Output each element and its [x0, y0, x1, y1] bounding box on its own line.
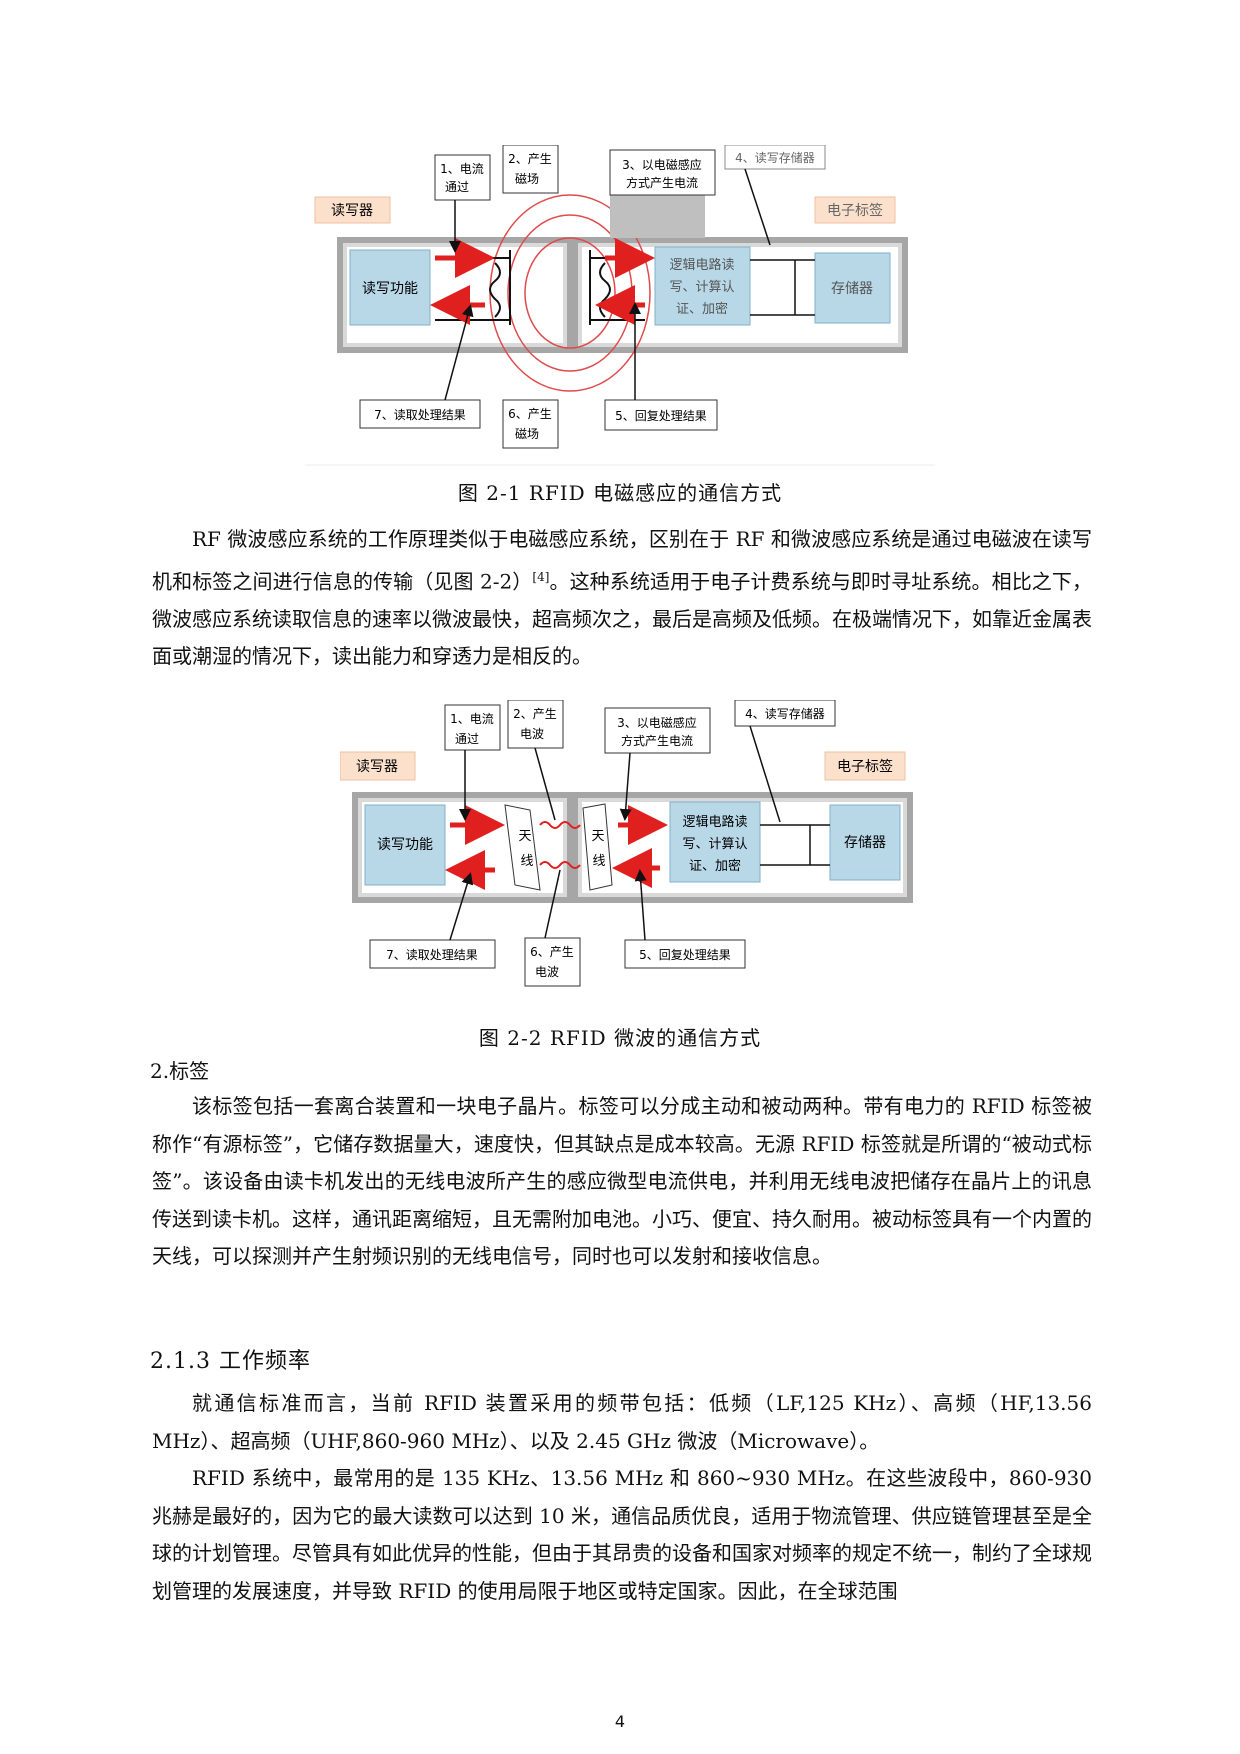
reader-label: 读写器: [356, 758, 398, 775]
paragraph-tag: 该标签包括一套离合装置和一块电子晶片。标签可以分成主动和被动两种。带有电力的 R…: [152, 1088, 1092, 1276]
callout-5-label: 5、回复处理结果: [639, 948, 731, 962]
section-heading-frequency: 2.1.3 工作频率: [150, 1349, 311, 1374]
logic-line-2: 写、计算认: [682, 837, 747, 852]
antenna-left-line-2: 线: [520, 854, 533, 869]
figure-1-caption: 图 2-1 RFID 电磁感应的通信方式: [457, 481, 783, 505]
tag-label-box: [814, 196, 896, 224]
callout-4-label: 4、读写存储器: [745, 706, 825, 721]
tag-label-box: [824, 751, 906, 781]
logic-line-2: 写、计算认: [669, 280, 734, 295]
page-number: 4: [614, 1712, 626, 1731]
callout-2-line-1: 2、产生: [513, 707, 557, 721]
reader-label-box: [340, 751, 416, 781]
callout-2-line-2: 电波: [520, 727, 544, 741]
tag-label: 电子标签: [827, 202, 883, 219]
wave-icon: [539, 861, 581, 869]
callout-3: [609, 149, 716, 196]
paragraph-frequency: 就通信标准而言，当前 RFID 装置采用的频带包括：低频（LF,125 KHz）…: [152, 1385, 1092, 1610]
antenna-left: [504, 804, 541, 891]
callout-3-line-2: 方式产生电流: [626, 175, 698, 190]
figure-2-caption: 图 2-2 RFID 微波的通信方式: [478, 1026, 762, 1050]
callout-3: [604, 707, 711, 754]
storage-label: 存储器: [831, 281, 873, 297]
rw-function-box: [364, 804, 446, 886]
logic-box: [669, 801, 761, 883]
paragraph-tag-text: 该标签包括一套离合装置和一块电子晶片。标签可以分成主动和被动两种。带有电力的 R…: [152, 1094, 1092, 1268]
logic-line-3: 证、加密: [689, 858, 741, 874]
paragraph-frequency-1: 就通信标准而言，当前 RFID 装置采用的频带包括：低频（LF,125 KHz）…: [152, 1391, 1092, 1453]
paragraph-microwave: RF 微波感应系统的工作原理类似于电磁感应系统，区别在于 RF 和微波感应系统是…: [152, 521, 1092, 676]
callout-6: [502, 399, 559, 449]
logic-box: [654, 246, 751, 326]
callout-5-label: 5、回复处理结果: [615, 409, 707, 423]
callout-6-line-1: 6、产生: [508, 407, 552, 421]
callout-1-line-2: 通过: [445, 180, 469, 194]
rw-function-box: [349, 249, 431, 326]
reader-label-box: [314, 196, 391, 224]
callout-1: [444, 704, 501, 751]
storage-box: [814, 252, 891, 324]
antenna-right-line-2: 线: [592, 854, 605, 869]
callout-3-line-2: 方式产生电流: [621, 733, 693, 748]
callout-4-label: 4、读写存储器: [735, 150, 815, 165]
reader-label: 读写器: [331, 202, 373, 219]
tag-label: 电子标签: [837, 758, 893, 775]
citation-4: [4]: [532, 569, 550, 584]
callout-6-line-2: 磁场: [515, 426, 539, 441]
callout-7: [359, 399, 481, 429]
callout-1-line-1: 1、电流: [440, 162, 484, 176]
callout-3-line-1: 3、以电磁感应: [622, 157, 702, 172]
figure-electromagnetic-induction: 读写器 电子标签 读写功能 逻辑电路读 写、计算认 证、加密 存储器 1、电流 …: [305, 145, 935, 466]
callout-4: [724, 145, 826, 170]
callout-6: [524, 937, 581, 987]
callout-7: [369, 939, 496, 969]
antenna-left-line-1: 天: [518, 829, 531, 844]
paragraph-frequency-2: RFID 系统中，最常用的是 135 KHz、13.56 MHz 和 860~9…: [152, 1466, 1092, 1603]
logic-line-3: 证、加密: [676, 301, 728, 317]
callout-2-line-2: 磁场: [515, 171, 539, 186]
section-heading-tag: 2.标签: [150, 1059, 210, 1083]
rw-function-label: 读写功能: [362, 280, 418, 297]
logic-line-1: 逻辑电路读: [669, 257, 734, 273]
callout-1-line-2: 通过: [455, 732, 479, 746]
callout-6-line-1: 6、产生: [530, 945, 574, 959]
callout-5: [604, 399, 718, 431]
rw-function-label: 读写功能: [377, 836, 433, 853]
callout-4: [734, 700, 836, 727]
wave-icon: [539, 821, 581, 829]
callout-7-label: 7、读取处理结果: [386, 948, 478, 962]
callout-1: [434, 154, 491, 201]
callout-5: [624, 939, 746, 969]
callout-2-line-1: 2、产生: [508, 152, 552, 166]
antenna-right-line-1: 天: [591, 829, 604, 844]
logic-line-1: 逻辑电路读: [682, 814, 747, 830]
callout-6-line-2: 电波: [535, 965, 559, 979]
callout-3-line-1: 3、以电磁感应: [617, 715, 697, 730]
paragraph-microwave-text-b: 。这种系统适用于电子计费系统与即时寻址系统。相比之下，微波感应系统读取信息的速率…: [152, 569, 1092, 669]
storage-label: 存储器: [844, 835, 886, 851]
paragraph-microwave-text-a: RF 微波感应系统的工作原理类似于电磁感应系统，区别在于 RF 和微波感应系统是…: [152, 527, 1092, 594]
callout-2: [502, 145, 559, 194]
shaded-block: [610, 193, 705, 238]
storage-box: [829, 804, 901, 881]
callout-1-line-1: 1、电流: [450, 712, 494, 726]
figure-microwave-communication: 读写器 电子标签 读写功能 天 线 天 线 逻辑电路读 写、计算认 证、加密 存…: [340, 700, 913, 987]
callout-7-label: 7、读取处理结果: [374, 408, 466, 422]
